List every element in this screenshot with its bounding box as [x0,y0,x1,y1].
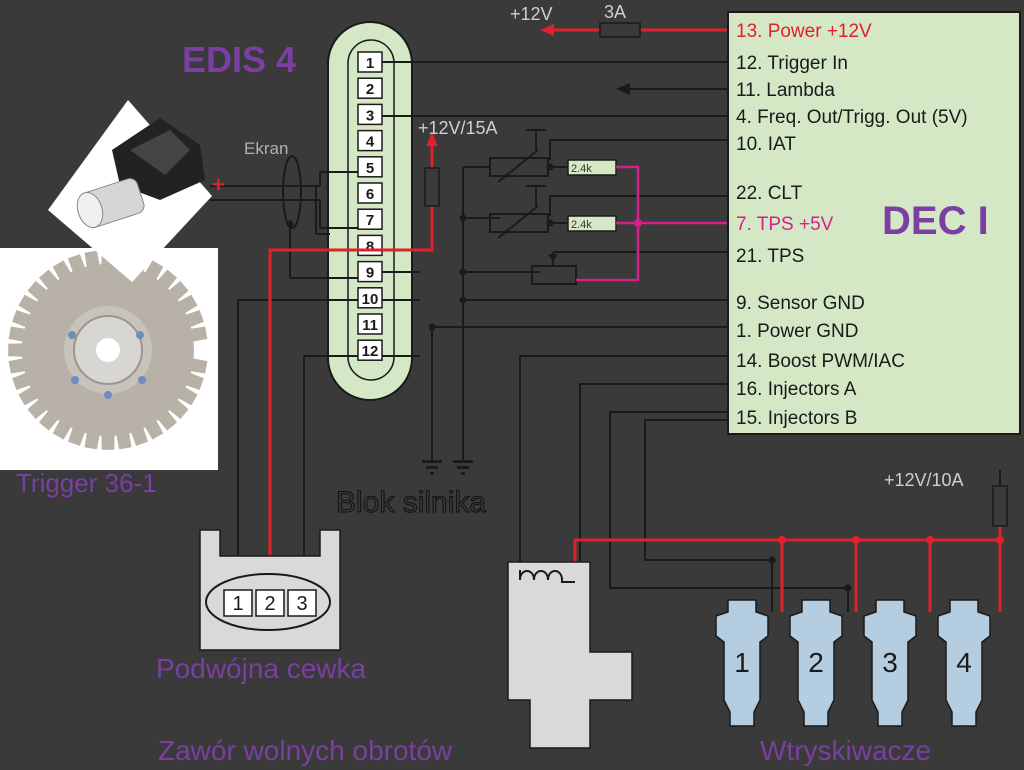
fuse-10a-label: +12V/10A [884,470,964,490]
dec-pin-label: 15. Injectors B [736,408,857,429]
svg-text:2: 2 [808,647,824,678]
vr-sensor [76,118,205,229]
injector-power [573,500,1002,612]
fuse-15a-label: +12V/15A [418,118,498,138]
fuse-3a-label: 3A [604,2,626,22]
trigger-wheel [8,250,208,450]
edis-pin-7: 7 [357,208,383,230]
svg-text:1: 1 [232,593,243,615]
coil-wires [237,299,358,580]
svg-text:12: 12 [362,343,379,360]
dec-pin-label: 10. IAT [736,134,796,155]
sensor-wires [210,155,358,279]
svg-text:1: 1 [734,647,750,678]
svg-text:3: 3 [882,647,898,678]
coil-red-wire [268,248,358,580]
svg-text:5: 5 [366,160,374,177]
fuse-15a [424,167,440,207]
dec-pin-label: 7. TPS +5V [736,214,834,235]
fuse-10a [992,485,1008,527]
edis-title: EDIS 4 [182,39,296,80]
edis-pin-3: 3 [357,103,383,126]
ground-symbols [422,460,473,475]
svg-text:4: 4 [956,647,972,678]
edis-pin-6: 6 [357,182,383,204]
dec-pin-label: 22. CLT [736,183,803,204]
injector-2: 2 [789,599,843,727]
edis-pin-11: 11 [357,313,383,335]
resistor-label-2: 2.4k [571,219,592,231]
svg-text:3: 3 [296,593,307,615]
svg-text:8: 8 [366,238,374,255]
svg-text:2: 2 [264,593,275,615]
edis-pin-5: 5 [357,156,383,178]
injectors-title: Wtryskiwacze [760,735,931,766]
svg-text:2: 2 [366,81,374,98]
dec-pin-label: 11. Lambda [736,80,835,101]
svg-text:3: 3 [366,107,374,124]
svg-text:6: 6 [366,186,374,203]
dec-pin-label: 14. Boost PWM/IAC [736,351,905,372]
trigger-title: Trigger 36-1 [16,468,157,498]
svg-text:10: 10 [362,291,379,308]
dec-pin-label: 9. Sensor GND [736,293,865,314]
resistor-label-1: 2.4k [571,163,592,175]
svg-text:4: 4 [366,134,375,151]
iac-title: Zawór wolnych obrotów [158,735,453,766]
edis-pin-8: 8 [357,234,383,257]
dec-pin-label: 21. TPS [736,246,804,267]
fuse-3a [599,22,641,38]
dec-pin-label: 13. Power +12V [736,21,872,42]
dec-pin-label: 16. Injectors A [736,379,857,400]
edis-pin-4: 4 [357,129,383,152]
svg-text:9: 9 [366,265,374,282]
edis-pin-10: 10 [357,287,383,309]
sensor-resistors [462,129,728,285]
injector-1: 1 [715,599,769,727]
edis-pin-9: 9 [357,260,383,283]
dec-pin-label: 1. Power GND [736,321,858,342]
injector-3: 3 [863,599,917,727]
dec-ecu-box [727,11,1021,435]
coil-title: Podwójna cewka [156,653,367,684]
dec-title: DEC I [882,199,989,243]
edis-pin-1: 1 [357,51,383,73]
injectors: 1 2 3 4 [715,599,991,727]
injector-wires [519,355,849,612]
coil-pin-3: 3 [287,589,317,617]
engine-block-label: Blok silnika [336,486,486,519]
svg-text:11: 11 [362,317,378,334]
dec-pin-label: 4. Freq. Out/Trigg. Out (5V) [736,107,968,128]
dec-pin-label: 12. Trigger In [736,53,848,74]
edis-wires [382,61,728,357]
fuse-12v-label: +12V [510,4,553,24]
injector-4: 4 [937,599,991,727]
plus-sign: + [212,172,225,197]
edis-pin-12: 12 [357,339,383,361]
svg-text:7: 7 [366,212,374,229]
ekran-label: Ekran [244,139,288,158]
dec-pin-labels: 13. Power +12V 12. Trigger In 11. Lambda 4.… [736,21,968,429]
coil-pin-2: 2 [255,589,285,617]
coil-pin-1: 1 [223,589,253,617]
ground-wires [431,217,728,460]
svg-text:1: 1 [366,55,374,72]
iac-valve [507,561,633,749]
edis-pin-2: 2 [357,77,383,99]
